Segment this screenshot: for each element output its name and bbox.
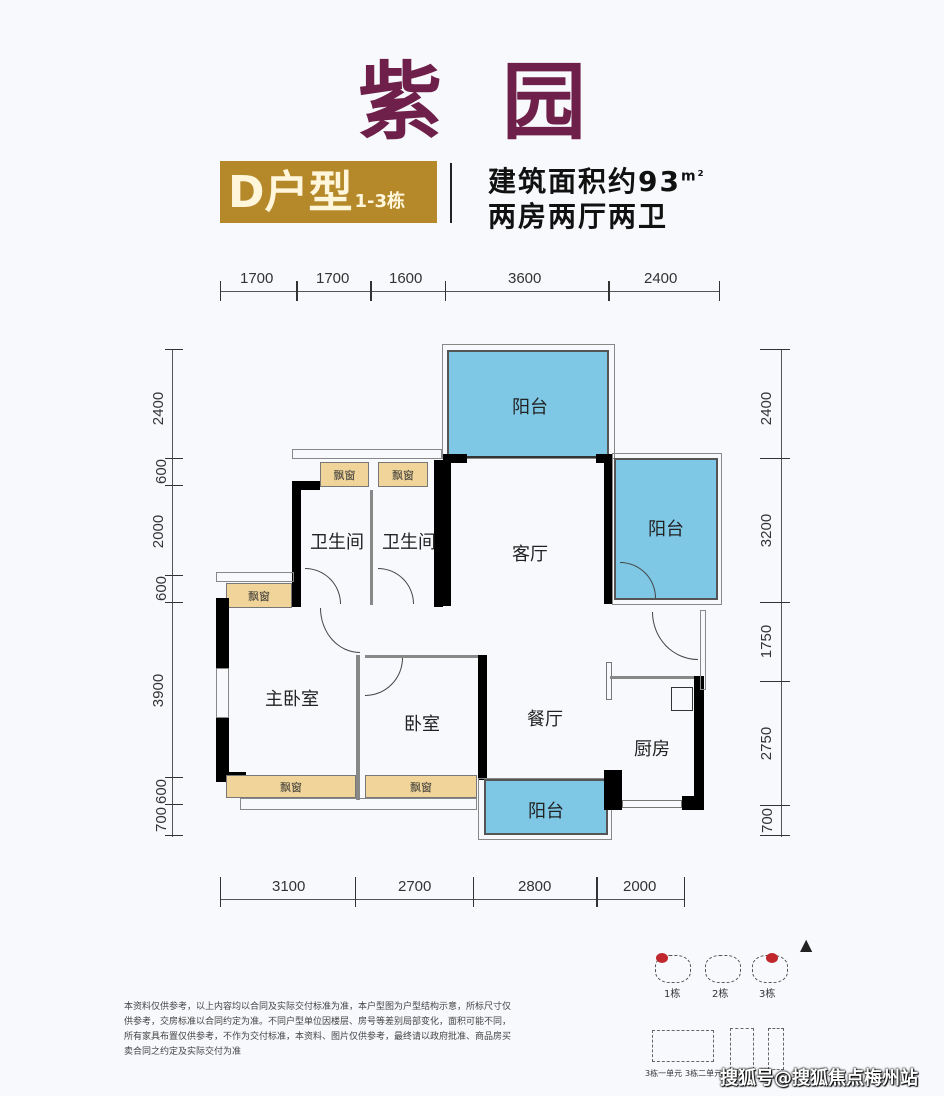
project-title: 紫园 <box>357 52 646 151</box>
unit-type: D户型 <box>228 167 353 218</box>
unit-stack-icon-2 <box>768 1028 784 1070</box>
dim-top-5: 2400 <box>644 270 678 287</box>
unit-layout-icon <box>652 1030 714 1062</box>
north-arrow-icon: ▲ <box>800 935 813 954</box>
balcony-right <box>614 458 718 600</box>
unit-label-1: 3栋一单元 <box>645 1069 683 1078</box>
layout-spec: 两房两厅两卫 <box>488 200 669 233</box>
dim-left-4: 600 <box>153 575 171 602</box>
building-1-label: 1栋 <box>664 989 681 1000</box>
area-unit: m² <box>680 168 706 185</box>
door-bathroom-1 <box>305 568 341 604</box>
building-2-label: 2栋 <box>712 989 729 1000</box>
dim-left-7: 700 <box>153 806 171 833</box>
dim-left-2: 600 <box>153 458 171 485</box>
dim-left-5: 3900 <box>150 673 168 708</box>
label-bedroom: 卧室 <box>404 714 440 735</box>
label-dining-room: 餐厅 <box>527 709 563 730</box>
area-spec: 建筑面积约93m² <box>488 165 706 198</box>
building-1-icon <box>655 955 691 983</box>
dim-right-4: 2750 <box>758 726 776 761</box>
dim-top-2: 1700 <box>316 270 350 287</box>
dim-bottom-3: 2800 <box>518 878 552 895</box>
dim-right-2: 3200 <box>758 513 776 548</box>
dim-right-1: 2400 <box>758 391 776 426</box>
bay-window-bath-2: 飘窗 <box>378 462 428 487</box>
bay-window-master: 飘窗 <box>226 775 356 798</box>
dim-bottom-1: 3100 <box>272 878 306 895</box>
dim-top-1: 1700 <box>240 270 274 287</box>
dim-top-3: 1600 <box>389 270 423 287</box>
label-living-room: 客厅 <box>512 544 548 565</box>
label-balcony-bottom: 阳台 <box>528 801 564 822</box>
watermark: 搜狐号@搜狐焦点梅州站 <box>720 1068 918 1089</box>
label-kitchen: 厨房 <box>634 739 670 760</box>
unit-type-badge: D户型 1-3栋 <box>220 161 437 223</box>
balcony-bottom <box>484 779 608 835</box>
balcony-top <box>447 350 609 458</box>
header-divider <box>450 163 452 223</box>
door-bedroom <box>365 658 403 696</box>
label-master-bedroom: 主卧室 <box>265 689 319 710</box>
disclaimer: 本资料仅供参考，以上内容均以合同及实际交付标准为准，本户型图为户型结构示意，所标… <box>124 1002 512 1057</box>
dim-top-4: 3600 <box>508 270 542 287</box>
dim-left-6: 600 <box>153 778 171 805</box>
dim-bottom-2: 2700 <box>398 878 432 895</box>
bay-window-master-side: 飘窗 <box>226 583 292 608</box>
dim-right-5: 700 <box>759 807 777 834</box>
dim-bottom-4: 2000 <box>623 878 657 895</box>
bay-window-bedroom: 飘窗 <box>365 775 477 798</box>
door-master-bedroom <box>320 608 360 653</box>
dim-right-3: 1750 <box>758 624 776 659</box>
door-bathroom-2 <box>378 568 414 604</box>
label-balcony-right: 阳台 <box>648 519 684 540</box>
unit-stack-icon-1 <box>730 1028 754 1070</box>
building-3-label: 3栋 <box>759 989 776 1000</box>
door-entrance <box>652 612 698 660</box>
bay-window-bath-1: 飘窗 <box>320 462 369 487</box>
label-balcony-top: 阳台 <box>512 397 548 418</box>
label-bathroom-1: 卫生间 <box>310 532 364 553</box>
label-bathroom-2: 卫生间 <box>382 532 436 553</box>
dim-left-3: 2000 <box>150 514 168 549</box>
unit-label-2: 3栋二单元 <box>685 1069 723 1078</box>
dim-left-1: 2400 <box>150 391 168 426</box>
building-range: 1-3栋 <box>354 191 406 212</box>
building-2-icon <box>705 955 741 983</box>
